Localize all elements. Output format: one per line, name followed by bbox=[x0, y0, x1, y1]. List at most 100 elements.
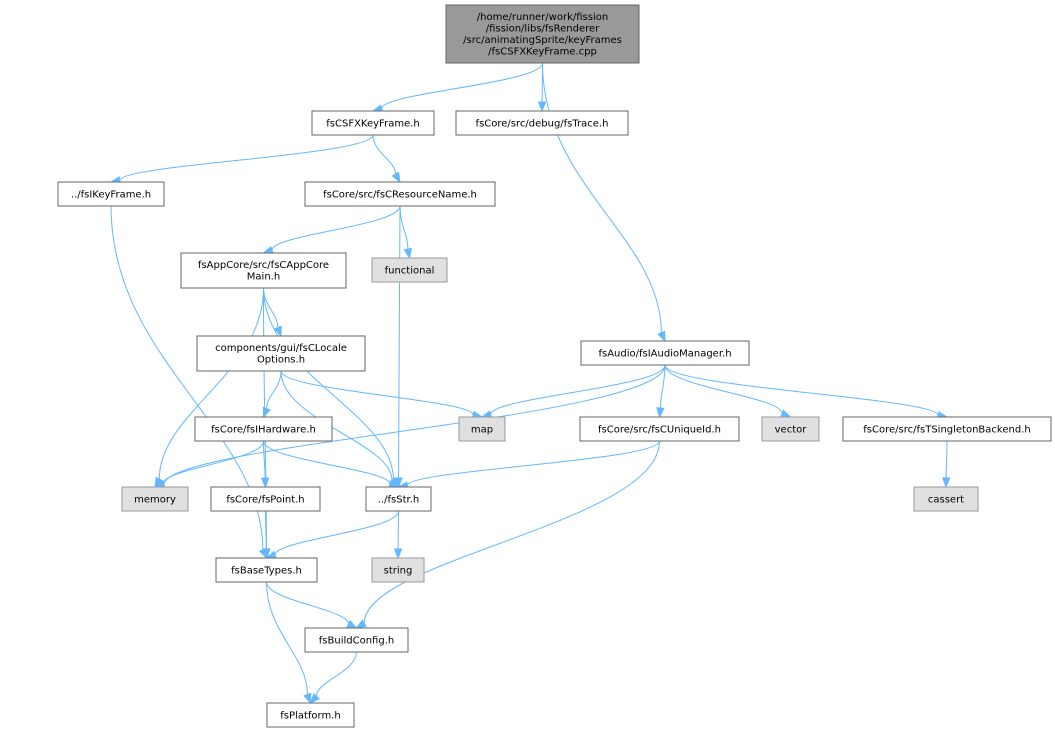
edge-line bbox=[265, 510, 267, 550]
edge-fsCLocaleOptions_h-to-map bbox=[280, 370, 484, 420]
node-box bbox=[304, 627, 409, 653]
node-label: fsBaseTypes.h bbox=[231, 565, 302, 576]
node-label: fsAudio/fsIAudioManager.h bbox=[598, 348, 731, 359]
arrowhead bbox=[355, 619, 367, 629]
edge-root-to-fsCSFXKeyFrame_h bbox=[371, 62, 543, 113]
edge-line bbox=[381, 62, 543, 109]
node-fsTSingletonBackend_h[interactable]: fsCore/src/fsTSingletonBackend.h bbox=[842, 416, 1052, 442]
edge-line bbox=[274, 510, 399, 556]
edge-fsCResourceName_h-to-functional bbox=[399, 205, 412, 260]
node-box bbox=[215, 557, 318, 583]
node-box bbox=[458, 416, 506, 442]
node-root[interactable]: /home/runner/work/fission/fission/libs/f… bbox=[445, 4, 640, 64]
node-label: ../fsIKeyFrame.h bbox=[71, 189, 151, 200]
edge-line bbox=[490, 364, 666, 415]
node-fsStr_h[interactable]: ../fsStr.h bbox=[365, 486, 432, 512]
node-label: fsAppCore/src/fsCAppCore bbox=[198, 260, 329, 271]
edge-line bbox=[664, 364, 783, 414]
arrowhead bbox=[262, 548, 271, 560]
node-box bbox=[180, 252, 347, 289]
node-fsIAudioManager_h[interactable]: fsAudio/fsIAudioManager.h bbox=[580, 340, 750, 366]
node-label: functional bbox=[385, 265, 435, 276]
edge-fsIAudioManager_h-to-map bbox=[480, 364, 666, 419]
edge-line bbox=[280, 370, 474, 416]
node-box bbox=[761, 416, 820, 442]
edge-fsIAudioManager_h-to-vector bbox=[664, 364, 792, 418]
edge-fsCAppCoreMain_h-to-fsCLocaleOptions_h bbox=[263, 287, 282, 338]
node-label: string bbox=[384, 565, 413, 576]
node-fsTrace_h[interactable]: fsCore/src/debug/fsTrace.h bbox=[455, 110, 629, 136]
node-box bbox=[371, 557, 425, 583]
node-label: fsPlatform.h bbox=[280, 710, 340, 721]
edge-line bbox=[263, 440, 266, 479]
arrowhead bbox=[537, 101, 547, 113]
node-label: Main.h bbox=[247, 272, 280, 283]
edge-fsCResourceName_h-to-fsCAppCoreMain_h bbox=[262, 205, 401, 254]
arrowhead bbox=[656, 407, 665, 419]
node-fsBuildConfig_h[interactable]: fsBuildConfig.h bbox=[304, 627, 409, 653]
arrowhead bbox=[260, 477, 270, 489]
edge-fsStr_h-to-fsBaseTypes_h bbox=[265, 510, 399, 559]
node-box bbox=[579, 416, 740, 442]
node-fsCSFXKeyFrame_h[interactable]: fsCSFXKeyFrame.h bbox=[311, 110, 435, 136]
edge-line bbox=[266, 581, 308, 695]
edge-line bbox=[163, 364, 666, 485]
node-label: fsCSFXKeyFrame.h bbox=[326, 118, 419, 129]
node-box bbox=[311, 110, 435, 136]
edge-line bbox=[271, 205, 401, 251]
edge-fsCResourceName_h-to-fsStr_h bbox=[394, 205, 403, 489]
node-box bbox=[194, 416, 333, 442]
edge-line bbox=[263, 440, 391, 485]
node-fsCResourceName_h[interactable]: fsCore/src/fsCResourceName.h bbox=[304, 181, 496, 207]
node-box bbox=[210, 486, 321, 512]
node-box bbox=[913, 486, 979, 512]
edge-fsStr_h-to-string bbox=[393, 510, 403, 560]
edge-fsIAudioManager_h-to-fsTSingletonBackend_h bbox=[664, 364, 949, 420]
edge-line bbox=[398, 205, 401, 479]
node-box bbox=[580, 340, 750, 366]
edge-line bbox=[659, 364, 666, 409]
node-vector[interactable]: vector bbox=[761, 416, 820, 442]
node-label: vector bbox=[775, 424, 808, 435]
node-layer: /home/runner/work/fission/fission/libs/f… bbox=[57, 4, 1052, 728]
node-cassert[interactable]: cassert bbox=[913, 486, 979, 512]
node-fsBaseTypes_h[interactable]: fsBaseTypes.h bbox=[215, 557, 318, 583]
edge-fsIAudioManager_h-to-fsCUniqueId_h bbox=[656, 364, 666, 419]
edge-fsBuildConfig_h-to-fsPlatform_h bbox=[309, 651, 357, 705]
node-label: fsCore/fsPoint.h bbox=[226, 494, 304, 505]
edge-fsCUniqueId_h-to-fsBuildConfig_h bbox=[355, 440, 660, 629]
node-functional[interactable]: functional bbox=[371, 257, 448, 283]
arrowhead bbox=[303, 692, 312, 705]
node-box bbox=[57, 181, 165, 207]
node-label: fsBuildConfig.h bbox=[319, 635, 394, 646]
arrowhead bbox=[941, 477, 951, 489]
node-fsPlatform_h[interactable]: fsPlatform.h bbox=[266, 702, 355, 728]
node-label: fsCore/src/fsCResourceName.h bbox=[323, 189, 477, 200]
node-fsCUniqueId_h[interactable]: fsCore/src/fsCUniqueId.h bbox=[579, 416, 740, 442]
edge-fsCLocaleOptions_h-to-fsIHardware_h bbox=[262, 370, 282, 419]
node-fsIKeyFrame_h[interactable]: ../fsIKeyFrame.h bbox=[57, 181, 165, 207]
arrowhead bbox=[262, 406, 271, 419]
node-memory[interactable]: memory bbox=[121, 486, 189, 512]
node-fsPoint_h[interactable]: fsCore/fsPoint.h bbox=[210, 486, 321, 512]
node-fsIHardware_h[interactable]: fsCore/fsIHardware.h bbox=[194, 416, 333, 442]
edge-line bbox=[664, 364, 939, 416]
edge-fsBaseTypes_h-to-fsPlatform_h bbox=[266, 581, 312, 705]
node-label: ../fsStr.h bbox=[378, 494, 419, 505]
edge-layer bbox=[109, 62, 951, 705]
node-label: fsCore/src/fsTSingletonBackend.h bbox=[863, 424, 1030, 435]
node-box bbox=[121, 486, 189, 512]
edge-line bbox=[280, 370, 393, 481]
edge-line bbox=[372, 134, 397, 175]
node-label: memory bbox=[134, 494, 176, 505]
edge-fsPoint_h-to-fsBaseTypes_h bbox=[262, 510, 271, 560]
node-string[interactable]: string bbox=[371, 557, 425, 583]
arrowhead bbox=[309, 693, 321, 705]
node-map[interactable]: map bbox=[458, 416, 506, 442]
edge-line bbox=[266, 581, 349, 625]
node-label: Options.h bbox=[257, 355, 305, 366]
edge-fsIHardware_h-to-fsPoint_h bbox=[260, 440, 270, 489]
